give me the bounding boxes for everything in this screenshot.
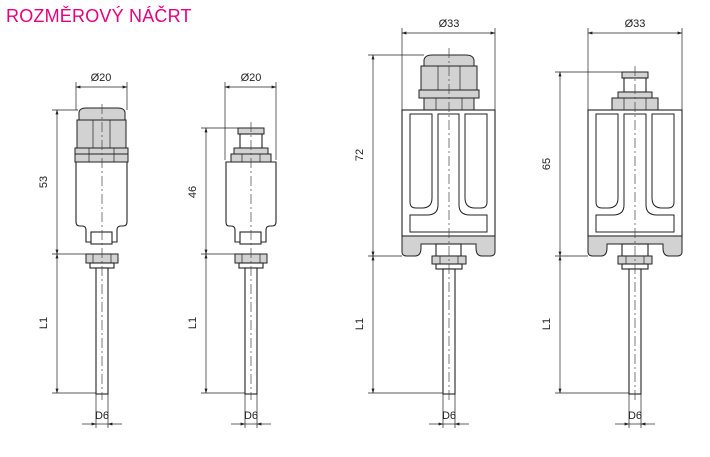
sketch-1-compact-head-cable-gland: Ø20 53 L1 <box>38 72 129 428</box>
sketch-3-large-head-cable-gland: Ø33 72 L1 <box>354 18 496 428</box>
sketch-1-length-label: L1 <box>38 317 50 329</box>
sketch-3-height-label: 72 <box>354 149 366 161</box>
sketch-1-diameter-dimension: Ø20 <box>75 72 128 110</box>
sketch-4-stem-dimension: D6 <box>615 394 655 428</box>
sketch-2-height-label: 46 <box>187 186 199 198</box>
sketch-4-length-label: L1 <box>541 318 553 330</box>
sketch-4-height-dimension: 65 L1 <box>541 71 629 394</box>
sketch-4-stem-label: D6 <box>628 410 642 422</box>
sketch-3-diameter-dimension: Ø33 <box>401 18 496 112</box>
sketch-1-diameter-label: Ø20 <box>91 72 112 84</box>
sketch-3-stem-dimension: D6 <box>429 394 469 428</box>
sketch-3-diameter-label: Ø33 <box>439 18 460 30</box>
sketch-2-diameter-label: Ø20 <box>241 72 262 84</box>
sketch-2-stem-dimension: D6 <box>231 394 271 428</box>
sketch-3-length-label: L1 <box>354 318 366 330</box>
sketch-3-stem-label: D6 <box>442 410 456 422</box>
sketch-1-height-dimension: 53 L1 <box>38 109 96 394</box>
sketch-4-height-label: 65 <box>541 158 553 170</box>
sketch-4-diameter-dimension: Ø33 <box>587 18 683 112</box>
sketch-4-diameter-label: Ø33 <box>625 18 646 30</box>
sketch-2-compact-head-connector: Ø20 46 L1 D6 <box>187 72 277 428</box>
sketch-1-stem-dimension: D6 <box>82 394 122 428</box>
sketch-4-large-head-connector: Ø33 65 L1 <box>541 18 683 428</box>
sketch-2-diameter-dimension: Ø20 <box>224 72 277 160</box>
sketch-2-height-dimension: 46 L1 <box>187 127 245 394</box>
sketch-2-length-label: L1 <box>187 317 199 329</box>
sketch-1-stem-label: D6 <box>95 410 109 422</box>
diagram-title: ROZMĚROVÝ NÁČRT <box>6 6 192 26</box>
sketch-2-stem-label: D6 <box>244 410 258 422</box>
sketch-3-height-dimension: 72 L1 <box>354 54 443 394</box>
sketch-1-height-label: 53 <box>38 176 50 188</box>
